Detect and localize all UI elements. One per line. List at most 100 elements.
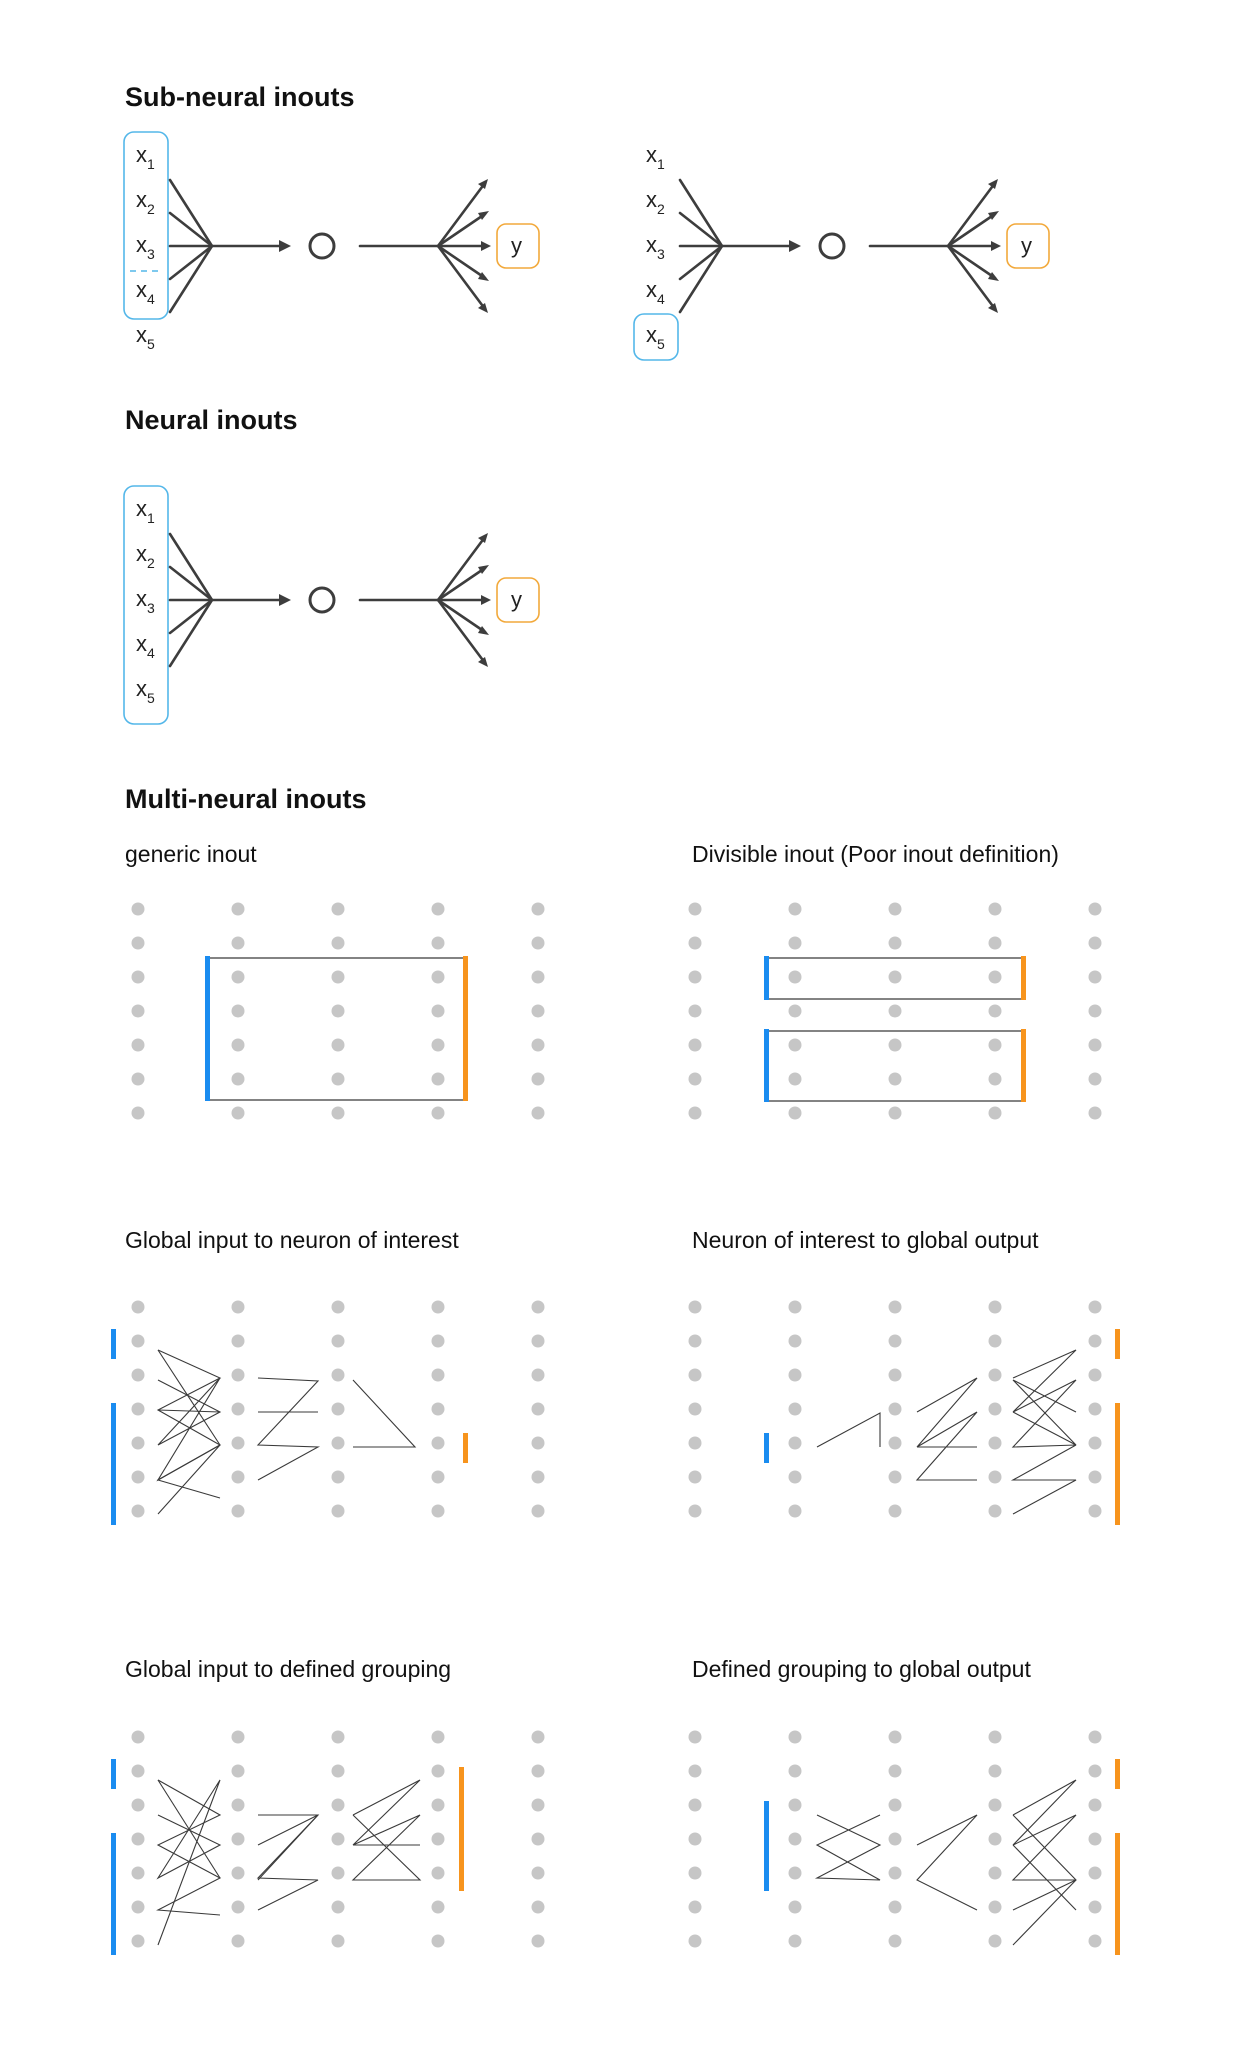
neuron-dot xyxy=(1088,1334,1102,1348)
panel-title-global-to-neuron: Global input to neuron of interest xyxy=(125,1227,459,1253)
neuron-dot xyxy=(531,1730,545,1744)
output-fan-arrows xyxy=(436,533,491,667)
neuron-dot xyxy=(431,1368,445,1382)
neuron-dot xyxy=(231,1832,245,1846)
neuron-dot xyxy=(1088,1106,1102,1120)
neuron-dot xyxy=(531,1038,545,1052)
neuron-dot xyxy=(431,1504,445,1518)
neuron-dot xyxy=(788,1798,802,1812)
output-box xyxy=(496,223,540,269)
neuron-dot xyxy=(531,1368,545,1382)
neuron-dot xyxy=(331,1900,345,1914)
section-title-neural: Neural inouts xyxy=(125,405,298,435)
neuron-dot xyxy=(331,1764,345,1778)
neuron-dot xyxy=(988,1334,1002,1348)
neuron-dot xyxy=(888,1934,902,1948)
neuron-dot xyxy=(231,1470,245,1484)
neuron-dot xyxy=(331,970,345,984)
neuron-dot xyxy=(431,1730,445,1744)
neuron-dot xyxy=(131,1436,145,1450)
neuron-dot xyxy=(888,1900,902,1914)
neuron-node xyxy=(818,232,846,260)
neuron-dot xyxy=(688,1934,702,1948)
neuron-dot xyxy=(688,1764,702,1778)
connections xyxy=(156,1779,422,1946)
neuron-dot xyxy=(988,1470,1002,1484)
neuron-dot xyxy=(131,902,145,916)
neuron-dot xyxy=(331,1934,345,1948)
arrow-head-icon xyxy=(279,240,291,252)
neuron-dot xyxy=(431,1832,445,1846)
input-bar xyxy=(764,1801,769,1891)
neuron-dot xyxy=(788,1106,802,1120)
input-label-x5: x5 xyxy=(646,322,665,352)
neuron-dot xyxy=(988,1368,1002,1382)
fan-diagram-sub-neural-b: x1 x2 x3 x4 x5 y xyxy=(633,142,1050,361)
neuron-dot xyxy=(231,1106,245,1120)
neuron-dot xyxy=(331,1798,345,1812)
neuron-dot xyxy=(131,1798,145,1812)
panel-title-neuron-to-global: Neuron of interest to global output xyxy=(692,1227,1039,1253)
input-label-x3: x3 xyxy=(136,586,155,616)
panel-title-global-to-grouping: Global input to defined grouping xyxy=(125,1656,451,1682)
neuron-dot xyxy=(131,1368,145,1382)
neuron-dot xyxy=(131,1334,145,1348)
connections xyxy=(816,1349,1077,1515)
neuron-dot xyxy=(231,1300,245,1314)
neuron-dot xyxy=(1088,1730,1102,1744)
neuron-dot xyxy=(988,1504,1002,1518)
neuron-dot xyxy=(531,1470,545,1484)
neuron-dot xyxy=(531,1436,545,1450)
neuron-dot xyxy=(531,1300,545,1314)
output-bar xyxy=(1115,1329,1120,1359)
fan-diagram-sub-neural-a: x1 x2 x3 x4 x5 y xyxy=(123,131,540,352)
neuron-dot xyxy=(131,1900,145,1914)
neuron-dot xyxy=(988,1798,1002,1812)
neuron-dot xyxy=(688,1866,702,1880)
neuron-dot xyxy=(1088,1300,1102,1314)
neuron-dot xyxy=(531,1934,545,1948)
neuron-dot xyxy=(1088,1934,1102,1948)
neuron-dot xyxy=(431,1798,445,1812)
neuron-dot xyxy=(1088,1504,1102,1518)
neuron-dot xyxy=(231,970,245,984)
input-label-x2: x2 xyxy=(136,541,155,571)
neuron-dot xyxy=(988,1900,1002,1914)
neuron-dot xyxy=(431,1866,445,1880)
output-box xyxy=(1006,223,1050,269)
neuron-dot xyxy=(688,1900,702,1914)
input-label-x5: x5 xyxy=(136,676,155,706)
neuron-dot xyxy=(688,1436,702,1450)
neuron-dot xyxy=(331,1504,345,1518)
neuron-dot xyxy=(788,1470,802,1484)
neuron-dot xyxy=(331,1072,345,1086)
neuron-dot xyxy=(131,936,145,950)
neuron-dot xyxy=(431,1072,445,1086)
neuron-dot xyxy=(1088,1866,1102,1880)
neuron-dot xyxy=(231,1504,245,1518)
neuron-dot xyxy=(131,1106,145,1120)
output-fan-arrows xyxy=(946,179,1001,313)
neuron-dot xyxy=(988,1300,1002,1314)
neuron-dot xyxy=(1088,1368,1102,1382)
neuron-dot xyxy=(988,970,1002,984)
neuron-dot xyxy=(531,1798,545,1812)
neuron-dot xyxy=(1088,1764,1102,1778)
neuron-dot xyxy=(788,1038,802,1052)
neuron-dot xyxy=(1088,1436,1102,1450)
neuron-dot xyxy=(131,1470,145,1484)
neuron-dot xyxy=(1088,1470,1102,1484)
input-label-x5: x5 xyxy=(136,322,155,352)
neuron-dot xyxy=(788,1900,802,1914)
fan-diagram-neural: x1 x2 x3 x4 x5 y xyxy=(123,485,540,725)
neuron-dot xyxy=(431,1004,445,1018)
neuron-dot xyxy=(888,1402,902,1416)
network-global-to-neuron xyxy=(111,1300,545,1525)
neuron-dot xyxy=(531,936,545,950)
neuron-dot xyxy=(888,1798,902,1812)
neuron-dot xyxy=(531,1866,545,1880)
neuron-dot xyxy=(531,1900,545,1914)
neuron-dot xyxy=(688,1334,702,1348)
output-bar xyxy=(1115,1833,1120,1955)
neuron-dot xyxy=(788,1402,802,1416)
